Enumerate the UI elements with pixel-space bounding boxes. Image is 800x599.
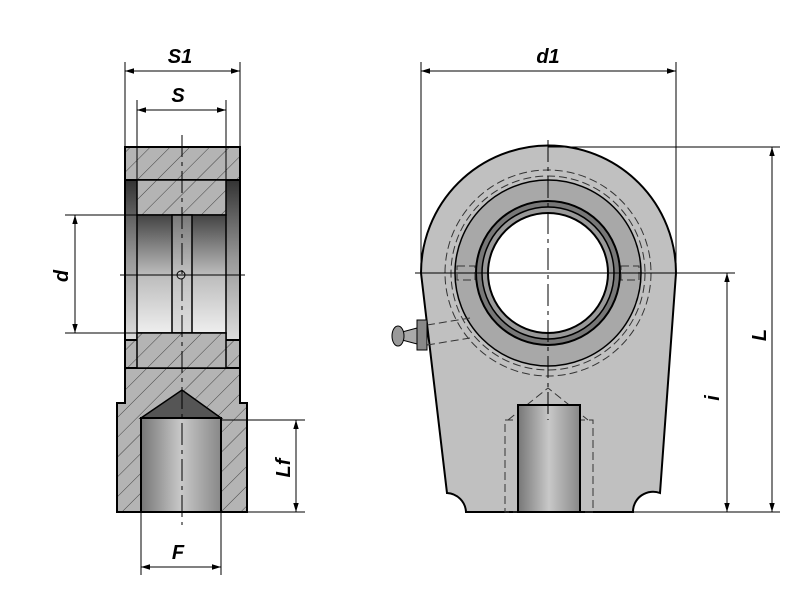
dimension-S1: S1 [124, 46, 241, 147]
dimension-label-S: S [171, 85, 185, 107]
dimension-S: S [136, 85, 227, 180]
dimension-label-S1: S1 [168, 46, 192, 68]
dimension-F: F [140, 512, 222, 575]
dimension-Lf: Lf [221, 419, 305, 513]
dimension-label-i: i [702, 395, 724, 401]
dimension-label-L: L [749, 329, 771, 341]
dimension-label-F: F [172, 542, 185, 564]
dimension-label-Lf: Lf [273, 456, 295, 477]
dimension-L: L [548, 146, 780, 513]
dimension-d: d [51, 214, 137, 334]
side-section-view [116, 135, 248, 525]
grease-nipple [391, 319, 428, 351]
dimension-label-d: d [51, 269, 73, 282]
front-view [391, 140, 735, 513]
dimension-label-d1: d1 [536, 46, 559, 68]
dimension-d1: d1 [420, 46, 677, 273]
dimension-i: i [702, 273, 730, 512]
